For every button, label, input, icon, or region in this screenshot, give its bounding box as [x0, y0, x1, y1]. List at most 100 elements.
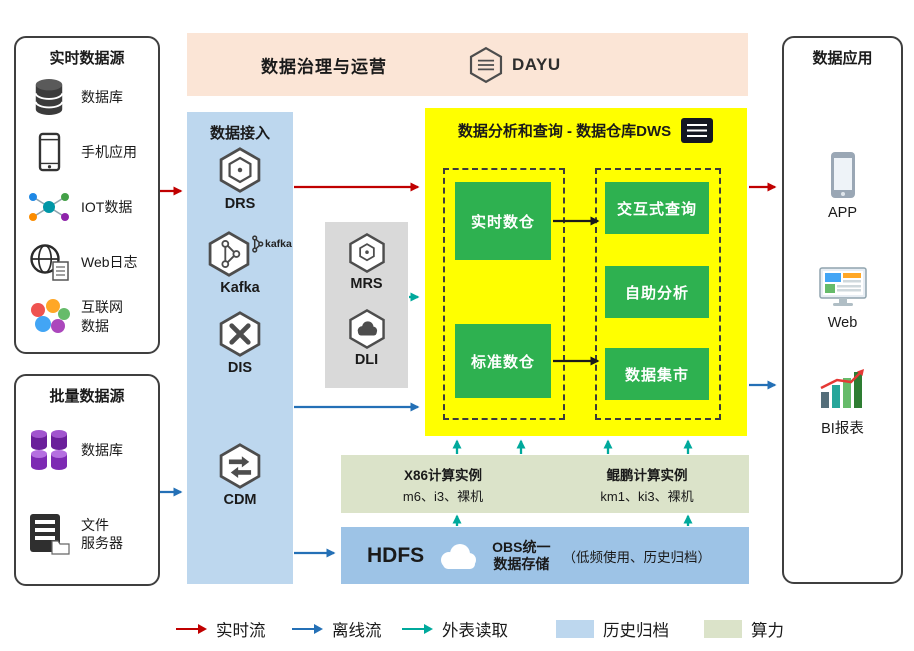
app-item-web: Web	[784, 266, 901, 331]
compute-swatch	[704, 620, 742, 638]
source-item-internet-data: 互联网 数据	[24, 289, 152, 344]
access-item-drs: DRS	[187, 146, 293, 212]
dli-icon	[348, 309, 385, 349]
source-item-mobile-app: 手机应用	[24, 125, 152, 180]
realtime-sources-panel: 实时数据源 数据库 手机应用 IOT数据	[14, 36, 160, 354]
obs-label: OBS统一 数据存储	[492, 539, 551, 572]
dws-document-icon	[681, 118, 714, 143]
compute-title: X86计算实例	[403, 467, 483, 483]
bi-chart-icon	[819, 369, 864, 408]
access-item-label: DIS	[227, 360, 253, 376]
dws-query-group	[595, 168, 721, 420]
dws-panel: 数据分析和查询 - 数据仓库DWS 实时数仓 标准数仓 交互式查询 自助分析 数…	[425, 108, 747, 436]
legend-label: 实时流	[216, 622, 266, 640]
realtime-sources-list: 数据库 手机应用 IOT数据 Web日志	[16, 68, 158, 352]
app-item-bi-report: BI报表	[784, 368, 901, 438]
drs-icon	[219, 147, 261, 193]
archive-swatch	[556, 620, 594, 638]
purple-database-icon	[24, 428, 74, 472]
app-item-label: BI报表	[821, 421, 864, 437]
legend-realtime-flow: 实时流	[176, 617, 266, 641]
legend-label: 历史归档	[603, 622, 669, 640]
green-box-label: 交互式查询	[616, 200, 697, 218]
legend-offline-flow: 离线流	[292, 617, 382, 641]
phone-icon	[24, 132, 74, 172]
web-monitor-icon	[818, 267, 867, 306]
app-item-app: APP	[784, 150, 901, 221]
offline-flow-arrow-icon	[292, 623, 323, 635]
governance-banner: 数据治理与运营 DAYU	[187, 33, 748, 96]
obs-cloud-icon	[441, 543, 477, 569]
compute-title: 鲲鹏计算实例	[606, 467, 688, 483]
dws-title: 数据分析和查询 - 数据仓库DWS	[457, 123, 672, 140]
internet-data-icon	[24, 298, 74, 336]
source-item-label: 手机应用	[81, 144, 137, 161]
source-item-label: 数据库	[81, 89, 123, 106]
middle-services-panel: MRS DLI	[325, 222, 408, 388]
kafka-glyph-icon	[252, 235, 264, 253]
storage-panel: HDFS OBS统一 数据存储 （低频使用、历史归档）	[341, 527, 749, 584]
file-server-icon	[24, 512, 74, 556]
green-box-label: 自助分析	[624, 284, 689, 302]
dayu-hexagon-icon	[469, 46, 503, 83]
source-item-label: 数据库	[81, 441, 123, 458]
obs-note: （低频使用、历史归档）	[562, 549, 712, 565]
legend-label: 算力	[751, 622, 784, 640]
source-item-iot: IOT数据	[24, 180, 152, 235]
access-item-kafka: kafka Kafka	[187, 230, 293, 296]
cdm-icon	[219, 443, 261, 489]
batch-sources-list: 数据库 文件 服务器	[16, 406, 158, 584]
app-phone-icon	[830, 152, 855, 198]
dis-icon	[219, 311, 261, 357]
dayu-wordmark: DAYU	[512, 54, 561, 74]
kafka-service-icon	[208, 231, 250, 277]
database-icon	[24, 77, 74, 117]
realtime-flow-arrow-icon	[176, 623, 207, 635]
source-item-web-log: Web日志	[24, 234, 152, 289]
compute-detail: km1、ki3、裸机	[600, 488, 694, 504]
external-read-arrow-icon	[402, 623, 433, 635]
dws-box-self-analysis: 自助分析	[605, 266, 709, 318]
data-access-title: 数据接入	[209, 125, 270, 142]
iot-icon	[24, 189, 74, 225]
legend-external-read: 外表读取	[402, 617, 508, 641]
realtime-sources-title: 实时数据源	[49, 50, 125, 67]
dayu-logo: DAYU	[467, 46, 561, 84]
batch-sources-title: 批量数据源	[49, 388, 125, 405]
green-box-label: 标准数仓	[470, 353, 535, 371]
middle-item-label: MRS	[350, 276, 383, 292]
access-item-label: Kafka	[220, 280, 260, 296]
kafka-logo: kafka	[251, 234, 292, 254]
legend-compute: 算力	[704, 617, 784, 641]
source-item-label: Web日志	[81, 253, 138, 270]
applications-title: 数据应用	[812, 50, 873, 67]
batch-sources-panel: 批量数据源 数据库 文件 服务器	[14, 374, 160, 586]
dws-box-interactive-query: 交互式查询	[605, 182, 709, 234]
source-item-batch-database: 数据库	[24, 408, 152, 492]
applications-panel: 数据应用 APP Web BI报表	[782, 36, 903, 584]
legend-label: 外表读取	[442, 622, 508, 640]
source-item-file-server: 文件 服务器	[24, 492, 152, 576]
access-item-label: CDM	[223, 492, 257, 508]
compute-instances-panel: X86计算实例 m6、i3、裸机 鲲鹏计算实例 km1、ki3、裸机	[341, 455, 749, 513]
kunpeng-compute-instance: 鲲鹏计算实例 km1、ki3、裸机	[545, 455, 749, 513]
app-item-label: APP	[827, 205, 857, 221]
access-item-label: DRS	[224, 196, 256, 212]
green-box-label: 实时数仓	[470, 213, 535, 231]
app-item-label: Web	[827, 315, 858, 331]
source-item-label: 文件 服务器	[81, 516, 123, 551]
kafka-wordmark: kafka	[265, 238, 292, 250]
dws-box-data-mart: 数据集市	[605, 348, 709, 400]
compute-detail: m6、i3、裸机	[402, 488, 484, 504]
middle-item-label: DLI	[354, 352, 379, 368]
source-item-label: 互联网 数据	[81, 299, 123, 334]
dws-box-standard-warehouse: 标准数仓	[455, 324, 551, 398]
x86-compute-instance: X86计算实例 m6、i3、裸机	[341, 455, 545, 513]
middle-item-mrs: MRS	[325, 232, 408, 292]
dws-warehouse-group	[443, 168, 565, 420]
data-access-panel: 数据接入 DRS kafka Kafka DIS CDM	[187, 112, 293, 584]
access-item-dis: DIS	[187, 310, 293, 376]
green-box-label: 数据集市	[624, 366, 689, 384]
source-item-database: 数据库	[24, 70, 152, 125]
